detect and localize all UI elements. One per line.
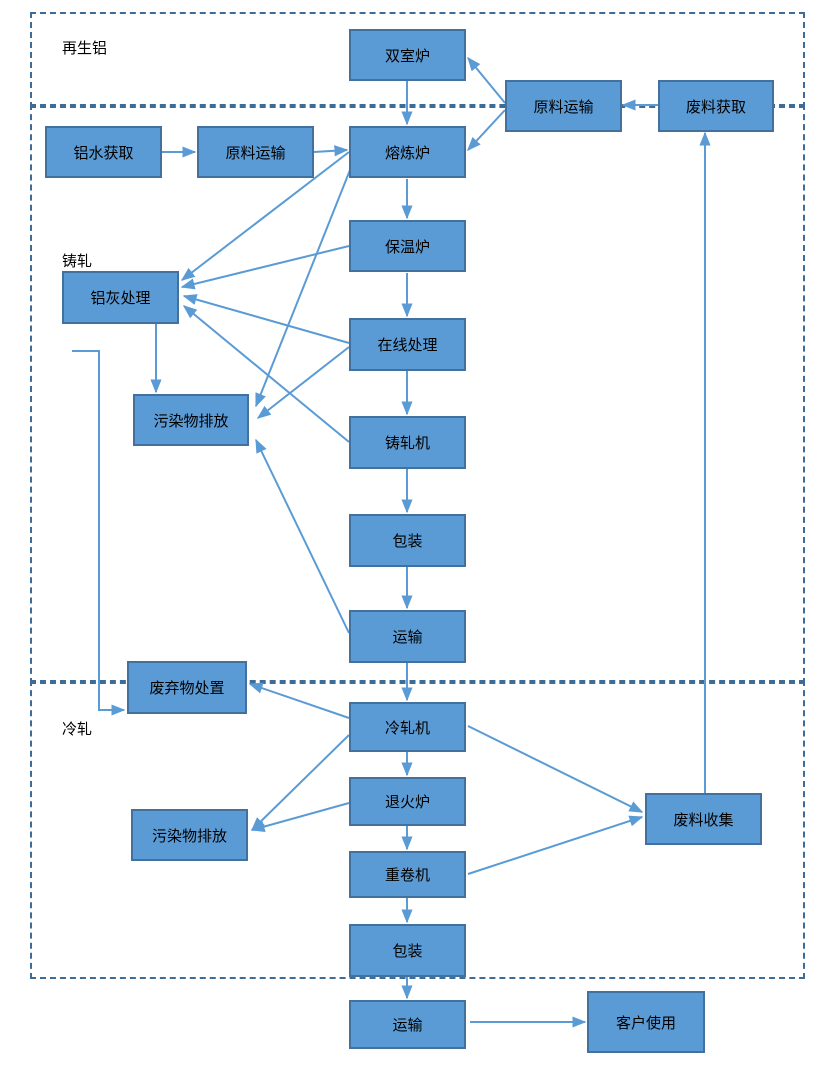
region-cold-rolling: [30, 680, 805, 979]
node-inline-treatment: 在线处理: [349, 318, 466, 371]
arrow-inline-to-pollutant: [256, 346, 350, 419]
node-transport-mid: 运输: [349, 610, 466, 663]
arrow-melting-to-dross: [180, 151, 350, 281]
node-melting-furnace: 熔炼炉: [349, 126, 466, 178]
node-scrap-collection: 废料收集: [645, 793, 762, 845]
region-label-casting-rolling: 铸轧: [62, 252, 93, 270]
node-raw-transport-top: 原料运输: [505, 80, 622, 132]
arrow-melting-to-pollutant: [255, 164, 353, 408]
arrow-transport-to-melting: [467, 109, 506, 152]
arrow-rewinder-to-scrap-collection: [467, 815, 644, 875]
node-molten-al-acquisition: 铝水获取: [45, 126, 162, 178]
region-secondary-aluminum: [30, 12, 805, 108]
arrow-cold-mill-to-disposal: [248, 682, 350, 719]
node-holding-furnace: 保温炉: [349, 220, 466, 272]
node-cold-mill: 冷轧机: [349, 702, 466, 752]
node-packaging-bottom: 包装: [349, 924, 466, 977]
arrow-left-feed-to-disposal: [72, 350, 126, 716]
arrow-transport-to-melting-left: [313, 145, 349, 157]
node-pollutant-emission-bottom: 污染物排放: [131, 809, 248, 861]
arrow-caster-to-dross: [182, 305, 350, 443]
arrow-cold-mill-to-pollutant-bottom: [250, 734, 350, 831]
region-label-secondary-aluminum: 再生铝: [62, 39, 108, 57]
arrow-transport-to-double-chamber: [467, 56, 506, 104]
node-double-chamber-furnace: 双室炉: [349, 29, 466, 81]
region-casting-rolling: [30, 104, 805, 684]
node-transport-bottom: 运输: [349, 1000, 466, 1049]
node-raw-transport-left: 原料运输: [197, 126, 314, 178]
node-customer-use: 客户使用: [587, 991, 705, 1053]
node-dross-treatment: 铝灰处理: [62, 271, 179, 324]
node-scrap-acquisition: 废料获取: [658, 80, 774, 132]
node-pollutant-emission-top: 污染物排放: [133, 394, 249, 446]
arrow-inline-to-dross: [182, 294, 350, 344]
arrow-cold-mill-to-scrap-collection: [467, 725, 644, 813]
arrow-transport-to-pollutant: [255, 438, 350, 634]
arrow-annealing-to-pollutant-bottom: [250, 802, 350, 833]
node-rewinder: 重卷机: [349, 851, 466, 898]
node-annealing-furnace: 退火炉: [349, 777, 466, 826]
arrow-holding-to-dross: [180, 245, 350, 290]
node-caster: 铸轧机: [349, 416, 466, 469]
node-packaging-top: 包装: [349, 514, 466, 567]
node-waste-disposal: 废弃物处置: [127, 661, 247, 714]
region-label-cold-rolling: 冷轧: [62, 720, 93, 738]
